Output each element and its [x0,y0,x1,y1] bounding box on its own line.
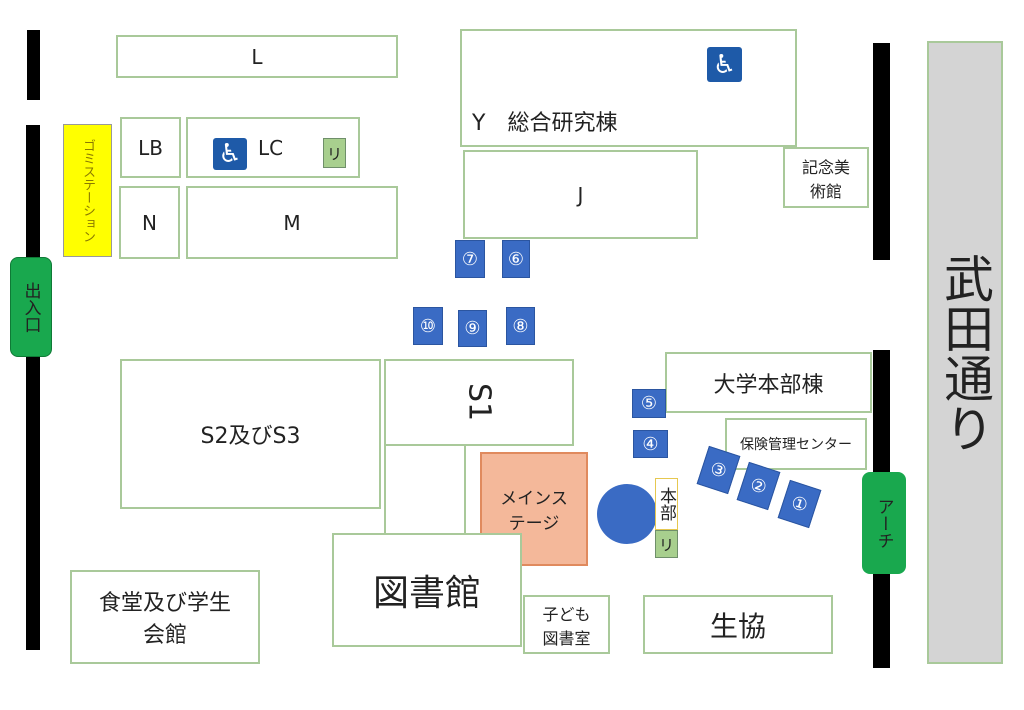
booth-9[interactable]: ⑨ [458,310,487,347]
booth-7[interactable]: ⑦ [455,240,485,278]
booth-10[interactable]: ⑩ [413,307,443,345]
takeda-street: 武田通り [927,41,1003,664]
headquarters[interactable]: 本部 [655,478,678,530]
building-Y[interactable]: Y 総合研究棟 [460,29,797,147]
wheelchair-icon: ♿ [213,138,247,170]
wheelchair-icon: ♿ [707,47,742,82]
building-N[interactable]: N [119,186,180,259]
building-S2-S3[interactable]: S2及びS3 [120,359,381,509]
wall-left [26,125,40,650]
round-booth[interactable] [597,484,657,544]
garbage-station[interactable]: ゴミステーション [63,124,112,257]
wall-left-top [27,30,40,100]
coop[interactable]: 生協 [643,595,833,654]
booth-3[interactable]: ③ [696,445,741,495]
kids-library[interactable]: 子ども図書室 [523,595,610,654]
health-center[interactable]: 保険管理センター [725,418,867,470]
booth-4[interactable]: ④ [633,430,668,458]
booth-5[interactable]: ⑤ [632,389,666,418]
booth-1[interactable]: ① [777,479,822,529]
museum[interactable]: 記念美術館 [783,147,869,208]
entrance-gate[interactable]: 出入口 [10,257,52,357]
admin-building[interactable]: 大学本部棟 [665,352,872,413]
wall-right-top [873,43,890,260]
building-M[interactable]: M [186,186,398,259]
building-S1[interactable]: S1 [384,359,574,446]
rest-area-lc: リ [323,138,346,168]
cafeteria[interactable]: 食堂及び学生会館 [70,570,260,664]
building-J[interactable]: J [463,150,698,239]
booth-8[interactable]: ⑧ [506,307,535,345]
booth-6[interactable]: ⑥ [502,240,530,278]
building-L[interactable]: L [116,35,398,78]
arch-gate[interactable]: アーチ [862,472,906,574]
rest-area-hq: リ [655,530,678,558]
building-S1-lower [384,440,466,535]
building-LB[interactable]: LB [120,117,181,178]
library[interactable]: 図書館 [332,533,522,647]
